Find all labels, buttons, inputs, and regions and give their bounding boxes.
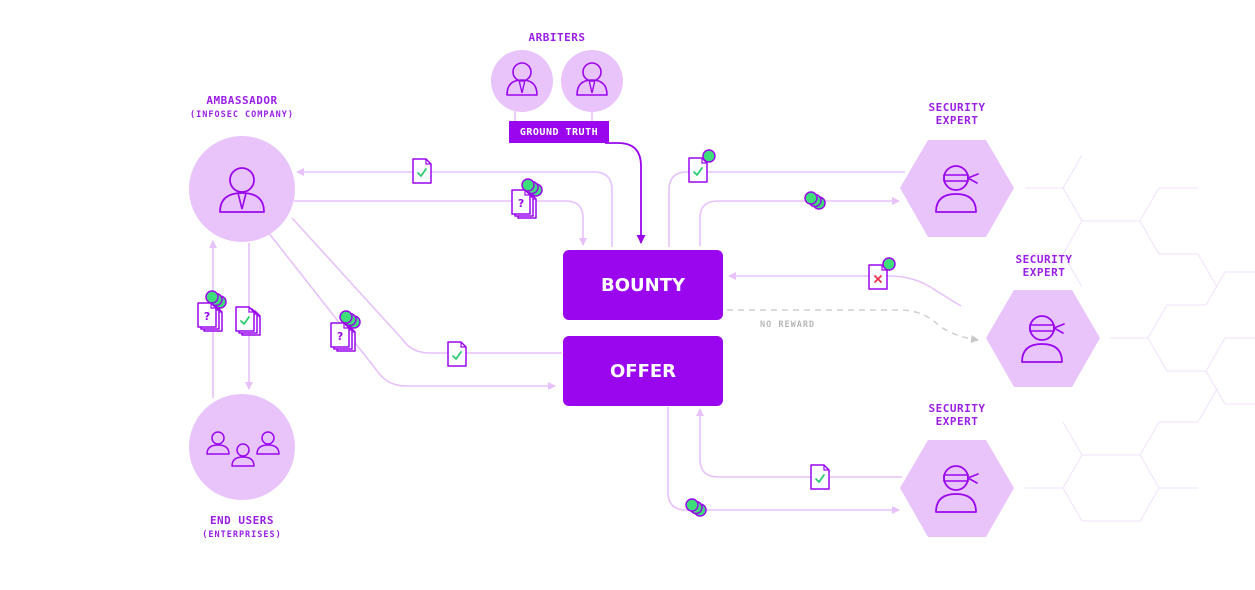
expert-label-3-line2: EXPERT xyxy=(935,415,979,428)
end-users-label: END USERS xyxy=(209,514,275,527)
expert-label-1-line1: SECURITY xyxy=(928,101,986,114)
expert-label-2-line1: SECURITY xyxy=(1015,253,1073,266)
expert-label-3: SECURITY EXPERT xyxy=(907,402,1007,428)
expert-hex-2 xyxy=(986,290,1100,387)
token-stack-icon xyxy=(686,499,706,516)
ground-truth-tag: GROUND TRUTH xyxy=(509,121,609,143)
doc-check-icon xyxy=(811,465,829,489)
no-reward-path xyxy=(727,309,979,343)
offer-box: OFFER xyxy=(563,336,723,406)
expert-hex-1 xyxy=(900,140,1014,237)
doc-check-icon xyxy=(448,342,466,366)
arbiters-label: ARBITERS xyxy=(528,31,586,44)
connector-lines xyxy=(209,110,962,514)
doc-check-icon xyxy=(413,159,431,183)
doc-check-stack-icon xyxy=(236,307,260,335)
token-icon xyxy=(882,257,896,271)
expert-label-1-line2: EXPERT xyxy=(935,114,979,127)
expert-hex-3 xyxy=(900,440,1014,537)
ground-truth-arrow xyxy=(605,142,646,244)
ambassador-node xyxy=(189,136,295,242)
ambassador-label: AMBASSADOR xyxy=(206,94,278,107)
arbiter-node-2 xyxy=(561,50,623,112)
ambassador-sublabel: (INFOSEC COMPANY) xyxy=(190,110,294,120)
doc-check-icon xyxy=(689,158,707,182)
expert-label-2-line2: EXPERT xyxy=(1022,266,1066,279)
background-hex-grid xyxy=(1025,154,1255,522)
token-icon xyxy=(702,149,716,163)
arbiter-node-1 xyxy=(491,50,553,112)
document-icons xyxy=(198,149,896,516)
end-users-node xyxy=(189,394,295,500)
token-stack-icon xyxy=(805,192,825,209)
end-users-sublabel: (ENTERPRISES) xyxy=(202,530,282,540)
expert-label-3-line1: SECURITY xyxy=(928,402,986,415)
no-reward-label: NO REWARD xyxy=(760,320,816,330)
bounty-box: BOUNTY xyxy=(563,250,723,320)
expert-label-2: SECURITY EXPERT xyxy=(994,253,1094,279)
expert-label-1: SECURITY EXPERT xyxy=(907,101,1007,127)
